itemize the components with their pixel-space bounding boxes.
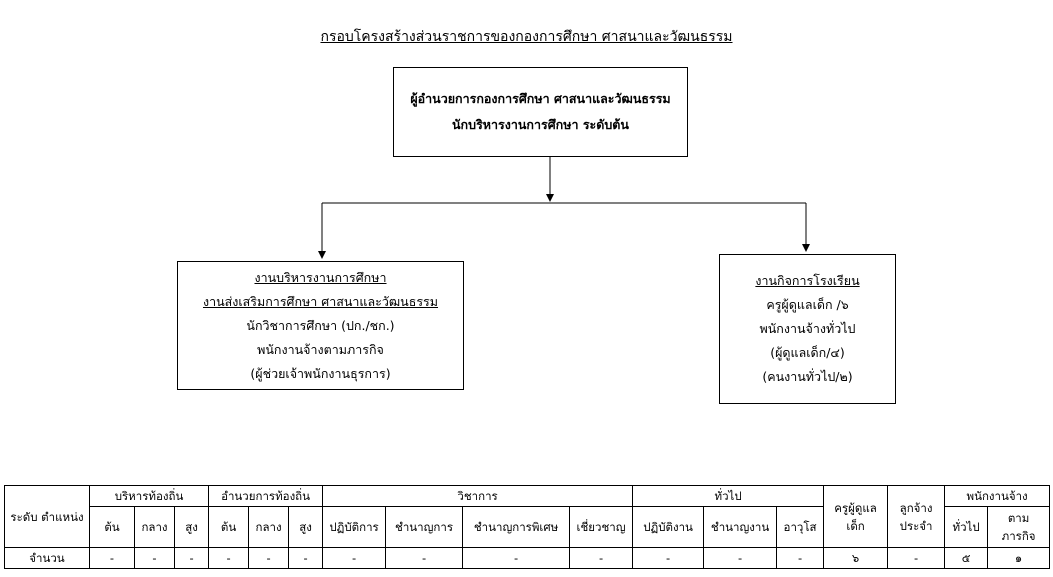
count-cell: - [322,547,387,569]
header-academic: วิชาการ [322,485,634,507]
sub-acad-special: ชำนาญการพิเศษ [462,506,571,548]
education-admin-unit: งานบริหารงานการศึกษา [254,269,387,285]
count-cell: - [776,547,825,569]
header-local-director: อำนวยการท้องถิ่น [208,485,324,507]
count-cell: - [703,547,778,569]
general-worker: (คนงานทั่วไป/๒) [762,369,853,384]
page-title: กรอบโครงสร้างส่วนราชการของกองการศึกษา ศา… [320,29,733,45]
count-cell-emp-general: ๕ [944,547,989,569]
director-title: ผู้อำนวยการกองการศึกษา ศาสนาและวัฒนธรรม [410,91,671,106]
education-promotion-unit: งานส่งเสริมการศึกษา ศาสนาและวัฒนธรรม [202,293,439,309]
sub-gen-skill: ชำนาญงาน [703,506,778,548]
header-permanent-worker: ลูกจ้าง ประจำ [887,485,946,548]
sub-dir-mid: กลาง [248,506,290,548]
count-cell: - [385,547,464,569]
count-cell-emp-mission: ๑ [987,547,1051,569]
sub-admin-mid: กลาง [134,506,175,548]
sub-gen-op: ปฏิบัติงาน [632,506,705,548]
admin-assistant: (ผู้ช่วยเจ้าพนักงานธุรการ) [250,365,391,381]
count-cell: - [632,547,705,569]
sub-dir-low: ต้น [208,506,250,548]
count-cell: - [208,547,250,569]
director-box: ผู้อำนวยการกองการศึกษา ศาสนาและวัฒนธรรม … [393,67,688,157]
school-affairs-unit: งานกิจการโรงเรียน [755,273,860,288]
caregiver-teacher: ครูผู้ดูแลเด็ก /๖ [766,297,849,312]
school-affairs-box: งานกิจการโรงเรียน ครูผู้ดูแลเด็ก /๖ พนัก… [719,254,896,404]
sub-admin-high: สูง [173,506,210,548]
sub-acad-pro: ชำนาญการ [385,506,464,548]
count-cell: - [887,547,946,569]
sub-acad-op: ปฏิบัติการ [322,506,387,548]
director-position: นักบริหารงานการศึกษา ระดับต้น [452,117,629,132]
count-cell: - [173,547,210,569]
count-cell: - [134,547,175,569]
mission-employee: พนักงานจ้างตามภารกิจ [257,341,384,357]
header-general: ทั่วไป [632,485,825,507]
header-caregiver: ครูผู้ดูแล เด็ก [823,485,889,548]
child-caregiver: (ผู้ดูแลเด็ก/๔) [770,345,845,360]
count-cell: - [569,547,634,569]
header-employee: พนักงานจ้าง [944,485,1051,507]
sub-gen-senior: อาวุโส [776,506,825,548]
count-cell-caregiver: ๖ [823,547,889,569]
row-label-count: จำนวน [4,547,90,569]
sub-dir-high: สูง [288,506,324,548]
header-local-admin: บริหารท้องถิ่น [88,485,210,507]
count-cell: - [89,547,135,569]
general-employee: พนักงานจ้างทั่วไป [759,321,856,336]
count-cell: - [248,547,290,569]
education-admin-box: งานบริหารงานการศึกษา งานส่งเสริมการศึกษา… [177,261,464,390]
header-level: ระดับ ตำแหน่ง [4,485,90,548]
position-table: ระดับ ตำแหน่ง บริหารท้องถิ่น อำนวยการท้อ… [4,485,1051,569]
count-cell: - [462,547,571,569]
sub-emp-mission: ตาม ภารกิจ [987,506,1051,548]
count-cell: - [288,547,324,569]
sub-acad-expert: เชี่ยวชาญ [569,506,634,548]
sub-admin-low: ต้น [89,506,135,548]
education-officer: นักวิชาการศึกษา (ปก./ชก.) [246,317,395,333]
sub-emp-general: ทั่วไป [944,506,989,548]
